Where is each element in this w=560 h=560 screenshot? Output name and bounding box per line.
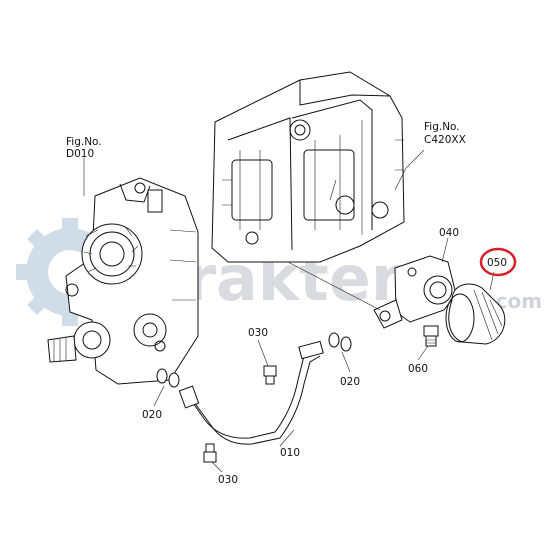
front-gear-assembly: [47, 177, 199, 385]
part-label-020-right[interactable]: 020: [340, 376, 360, 388]
part-label-050[interactable]: 050: [487, 257, 507, 269]
plug-060: [423, 325, 439, 347]
part-label-010[interactable]: 010: [280, 447, 300, 459]
fig-label-left: Fig.No.: [66, 136, 102, 148]
part-label-040[interactable]: 040: [439, 227, 459, 239]
highlight-ring: [479, 247, 517, 277]
oil-filter-050: [445, 283, 506, 345]
fig-code-left[interactable]: D010: [66, 148, 94, 160]
bolt-030-top: [263, 365, 277, 385]
part-label-030-bottom[interactable]: 030: [218, 474, 238, 486]
fig-label-right: Fig.No.: [424, 121, 460, 133]
leader-lines: [83, 149, 495, 473]
transmission-case: [211, 71, 405, 263]
oil-pipe-010: [178, 340, 324, 445]
fig-code-right[interactable]: C420XX: [424, 134, 466, 146]
part-label-020-left[interactable]: 020: [142, 409, 162, 421]
washers-020-right: [328, 332, 352, 352]
washers-020-left: [156, 368, 180, 388]
part-label-030-top[interactable]: 030: [248, 327, 268, 339]
filter-head-040: [373, 255, 457, 329]
part-label-060[interactable]: 060: [408, 363, 428, 375]
bolt-030-bottom: [203, 443, 217, 463]
